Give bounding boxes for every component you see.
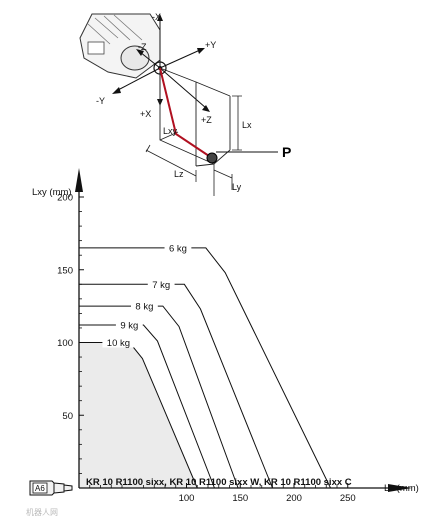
y-tick-label: 150 (57, 265, 73, 276)
x-tick-label: 150 (232, 493, 248, 504)
dim-lxy-label: Lxy (163, 126, 178, 136)
chart-axes: 50 100 150 200 100 150 200 250 (57, 168, 412, 504)
allowed-region-shading (79, 342, 198, 488)
axis-pos-x-label: +X (140, 109, 151, 119)
curve-label-bg (115, 319, 143, 331)
axis-neg-x-label: -X (152, 12, 161, 22)
axis-pos-y-line (159, 49, 201, 69)
axis-neg-y-arrow (112, 87, 121, 94)
payload-curves: 6 kg 7 kg 8 kg 9 kg 10 kg (79, 241, 331, 489)
curve-label-bg (164, 241, 192, 253)
axis-neg-z-arrow (136, 49, 144, 56)
axis-neg-z-line (139, 51, 161, 69)
axis-pos-y-arrow (197, 48, 205, 54)
payload-point-marker (206, 152, 218, 164)
curve-label-bg (147, 278, 175, 290)
dim-ly-label: Ly (232, 182, 242, 192)
point-p-label: P (282, 144, 291, 160)
y-axis-ticks: 50 100 150 200 (57, 193, 84, 474)
dim-lx-label: Lx (242, 120, 252, 130)
curve-label: 9 kg (120, 321, 138, 332)
model-names: KR 10 R1100 sixx, KR 10 R1100 sixx W, KR… (86, 477, 352, 488)
axis-pos-z-label: +Z (201, 115, 212, 125)
dimension-box (159, 67, 231, 167)
curve-label: 10 kg (107, 338, 130, 349)
curve-label-bg (102, 336, 135, 348)
lx-dimension (232, 95, 242, 151)
robot-wrist-illustration: -X -Z +Y -Y +X +Z Lxy Lx Lz Ly P (79, 12, 291, 196)
axis-neg-y-label: -Y (96, 96, 105, 106)
curve-label: 8 kg (135, 302, 153, 313)
ly-dimension (213, 164, 233, 196)
x-axis-ticks: 100 150 200 250 (89, 483, 356, 504)
y-tick-label: 50 (62, 411, 73, 422)
payload-curve (79, 247, 331, 489)
axis-neg-y-line (117, 67, 161, 91)
axis-pos-z-arrow (202, 105, 210, 112)
y-tick-label: 100 (57, 338, 73, 349)
axis-neg-x-arrow (157, 14, 163, 21)
axis-pos-z-line (159, 67, 207, 109)
y-axis-arrow (75, 168, 83, 192)
axis-neg-z-label: -Z (138, 42, 147, 52)
x-tick-label: 250 (340, 493, 356, 504)
a6-label-box (32, 482, 48, 494)
x-axis-title: Lz (mm) (384, 483, 419, 494)
payload-curve (79, 283, 273, 489)
dim-lz-label: Lz (174, 169, 184, 179)
payload-curve (79, 305, 239, 489)
axis-pos-y-label: +Y (205, 40, 216, 50)
watermark: 机器人网 (26, 507, 58, 517)
robot-arm-hatch (87, 14, 143, 45)
y-tick-label: 200 (57, 193, 73, 204)
x-axis-arrow (388, 484, 412, 492)
x-tick-label: 100 (179, 493, 195, 504)
a6-label: A6 (35, 484, 45, 493)
x-tick-label: 200 (286, 493, 302, 504)
curve-label-bg (131, 300, 158, 312)
y-axis-title: Lxy (mm) (32, 187, 72, 198)
robot-arm-label-plate (87, 41, 105, 55)
a6-flange: A6 (29, 480, 73, 496)
payload-curve (79, 324, 215, 489)
payload-chart: 6 kg 7 kg 8 kg 9 kg 10 kg 50 100 150 200 100 150… (26, 168, 419, 517)
curve-label: 6 kg (169, 243, 187, 254)
lz-dimension (145, 144, 197, 182)
payload-lever-line (159, 67, 213, 159)
curve-label: 7 kg (152, 280, 170, 291)
